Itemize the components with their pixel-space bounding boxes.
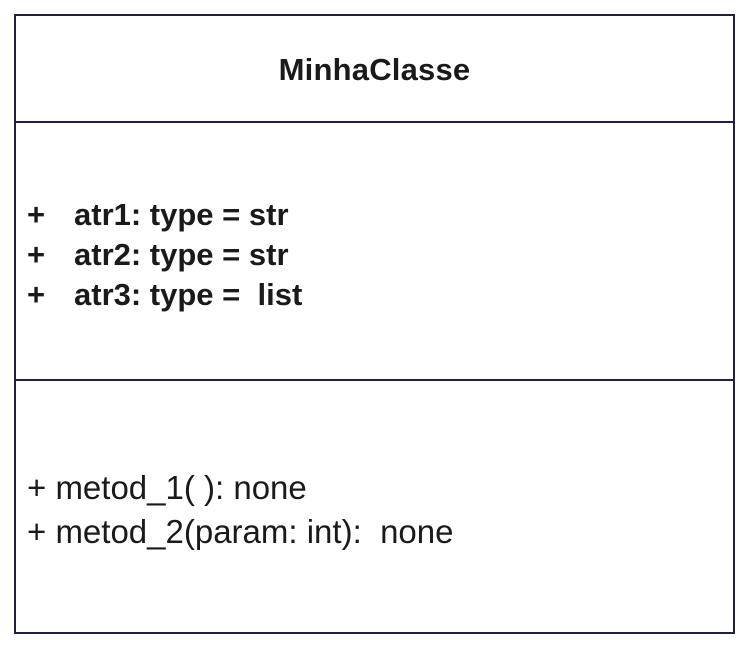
attribute-row: + atr2: type = str xyxy=(27,235,302,275)
attribute-visibility: + xyxy=(27,197,46,232)
attribute-visibility: + xyxy=(27,237,46,272)
class-name: MinhaClasse xyxy=(278,51,471,87)
attribute-text: atr3: type = list xyxy=(74,277,303,312)
attribute-text: atr1: type = str xyxy=(74,197,289,232)
class-name-compartment: MinhaClasse xyxy=(16,16,733,123)
attribute-row: + atr3: type = list xyxy=(27,275,302,315)
methods-compartment: + metod_1( ): none + metod_2(param: int)… xyxy=(16,381,733,632)
attributes-compartment: + atr1: type = str + atr2: type = str + atr… xyxy=(16,123,733,381)
attribute-text: atr2: type = str xyxy=(74,237,289,272)
method-row: + metod_2(param: int): none xyxy=(27,513,454,550)
method-row: + metod_1( ): none xyxy=(27,469,307,506)
method-list: + metod_1( ): none + metod_2(param: int)… xyxy=(27,466,454,554)
uml-class-box: MinhaClasse + atr1: type = str + atr2: typ… xyxy=(14,14,735,634)
attribute-visibility: + xyxy=(27,277,46,312)
attribute-row: + atr1: type = str xyxy=(27,195,302,235)
attribute-list: + atr1: type = str + atr2: type = str + atr… xyxy=(27,195,302,315)
